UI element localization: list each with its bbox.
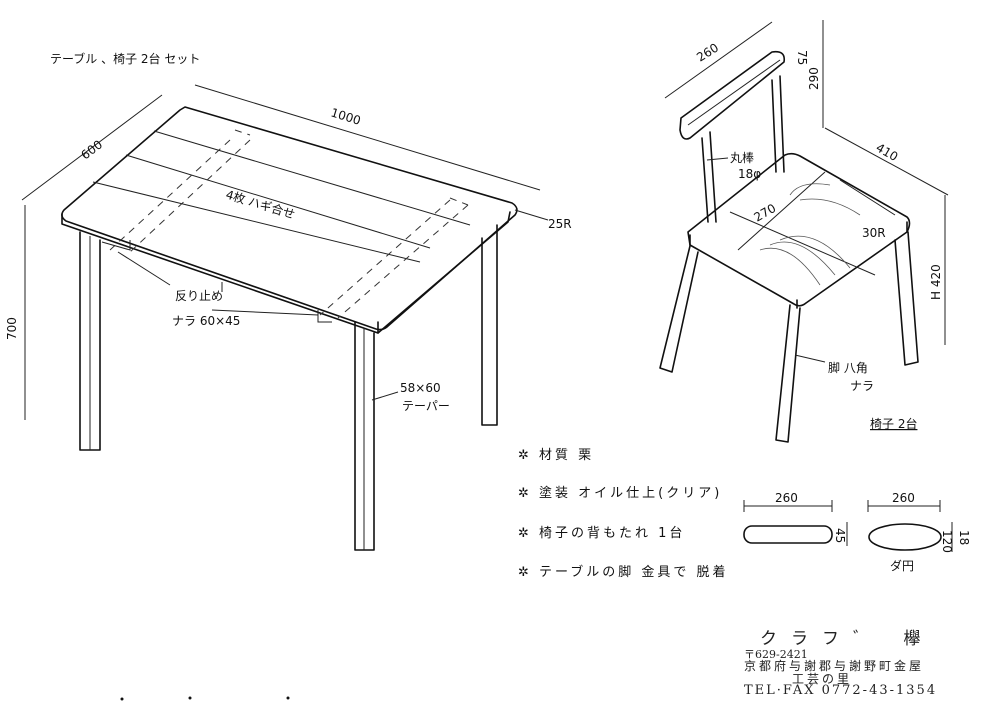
note-table-legs: ✲ テーブルの脚 金具で 脱着 [518, 565, 729, 580]
table-height-dim: 700 [5, 317, 19, 340]
chair-back-height-dim: 75 [795, 50, 809, 65]
table-drawing: 600 1000 700 25R 4枚 ハギ合せ 反り止め ナラ 60×45 5… [5, 84, 572, 551]
oval-backrest-shape [868, 523, 942, 551]
chair-count-label: 椅子 2台 [870, 416, 917, 431]
oval-thickness-dim: 18 [957, 530, 971, 545]
table-width-dim: 1000 [329, 105, 362, 127]
chair-seat-height-dim: H 420 [929, 264, 943, 300]
oval-label: ダ円 [890, 558, 914, 573]
oval-height-dim: 120 [940, 530, 954, 553]
table-rail-note: 反り止め [175, 289, 223, 303]
note-backrest: ✲ 椅子の背もたれ 1台 [518, 526, 686, 541]
backrest-options: 260 45 260 120 18 ダ円 [743, 491, 971, 573]
chair-drawing: 260 75 290 410 H 420 270 30R 丸棒 18φ 脚 八角… [659, 20, 949, 443]
maker-place: 工芸の里 [792, 672, 853, 686]
table-leg-shape: テーパー [402, 399, 450, 413]
sheet-title: テーブル 、椅子 2台 セット [50, 51, 200, 66]
maker-postal: 〒629-2421 [744, 648, 808, 661]
chair-leg-front [775, 304, 801, 443]
maker-tel: TEL·FAX 0772-43-1354 [744, 683, 938, 698]
rect-height-dim: 45 [833, 528, 847, 543]
chair-leg-material: ナラ [850, 379, 874, 393]
chair-post-note: 丸棒 [730, 151, 754, 165]
table-leg-size: 58×60 [400, 381, 441, 395]
maker-address: 京都府与謝郡与謝野町金屋 [744, 659, 925, 673]
chair-seat [687, 152, 911, 307]
chair-post-size: 18φ [738, 167, 761, 181]
rect-width-dim: 260 [775, 491, 798, 505]
chair-leg-front-left [659, 245, 699, 373]
chair-post-left [701, 131, 717, 223]
note-material: ✲ 材質 栗 [518, 448, 595, 463]
chair-leg-note: 脚 八角 [828, 360, 868, 375]
chair-corner-radius: 30R [862, 226, 886, 240]
table-rail-material: ナラ 60×45 [172, 314, 240, 328]
note-finish: ✲ 塗装 オイル仕上(クリア) [518, 486, 723, 501]
table-leg-back-right [481, 224, 498, 426]
chair-back-top-dim: 290 [807, 67, 821, 90]
chair-depth-dim: 410 [874, 140, 901, 164]
chair-leg-right [894, 231, 919, 366]
table-corner-radius: 25R [548, 217, 572, 231]
oval-width-dim: 260 [892, 491, 915, 505]
maker-name: クラフ゛ 欅 [760, 629, 935, 649]
rect-backrest-shape [743, 525, 833, 544]
chair-seat-split-dim: 270 [752, 201, 779, 225]
chair-backrest [679, 50, 786, 140]
